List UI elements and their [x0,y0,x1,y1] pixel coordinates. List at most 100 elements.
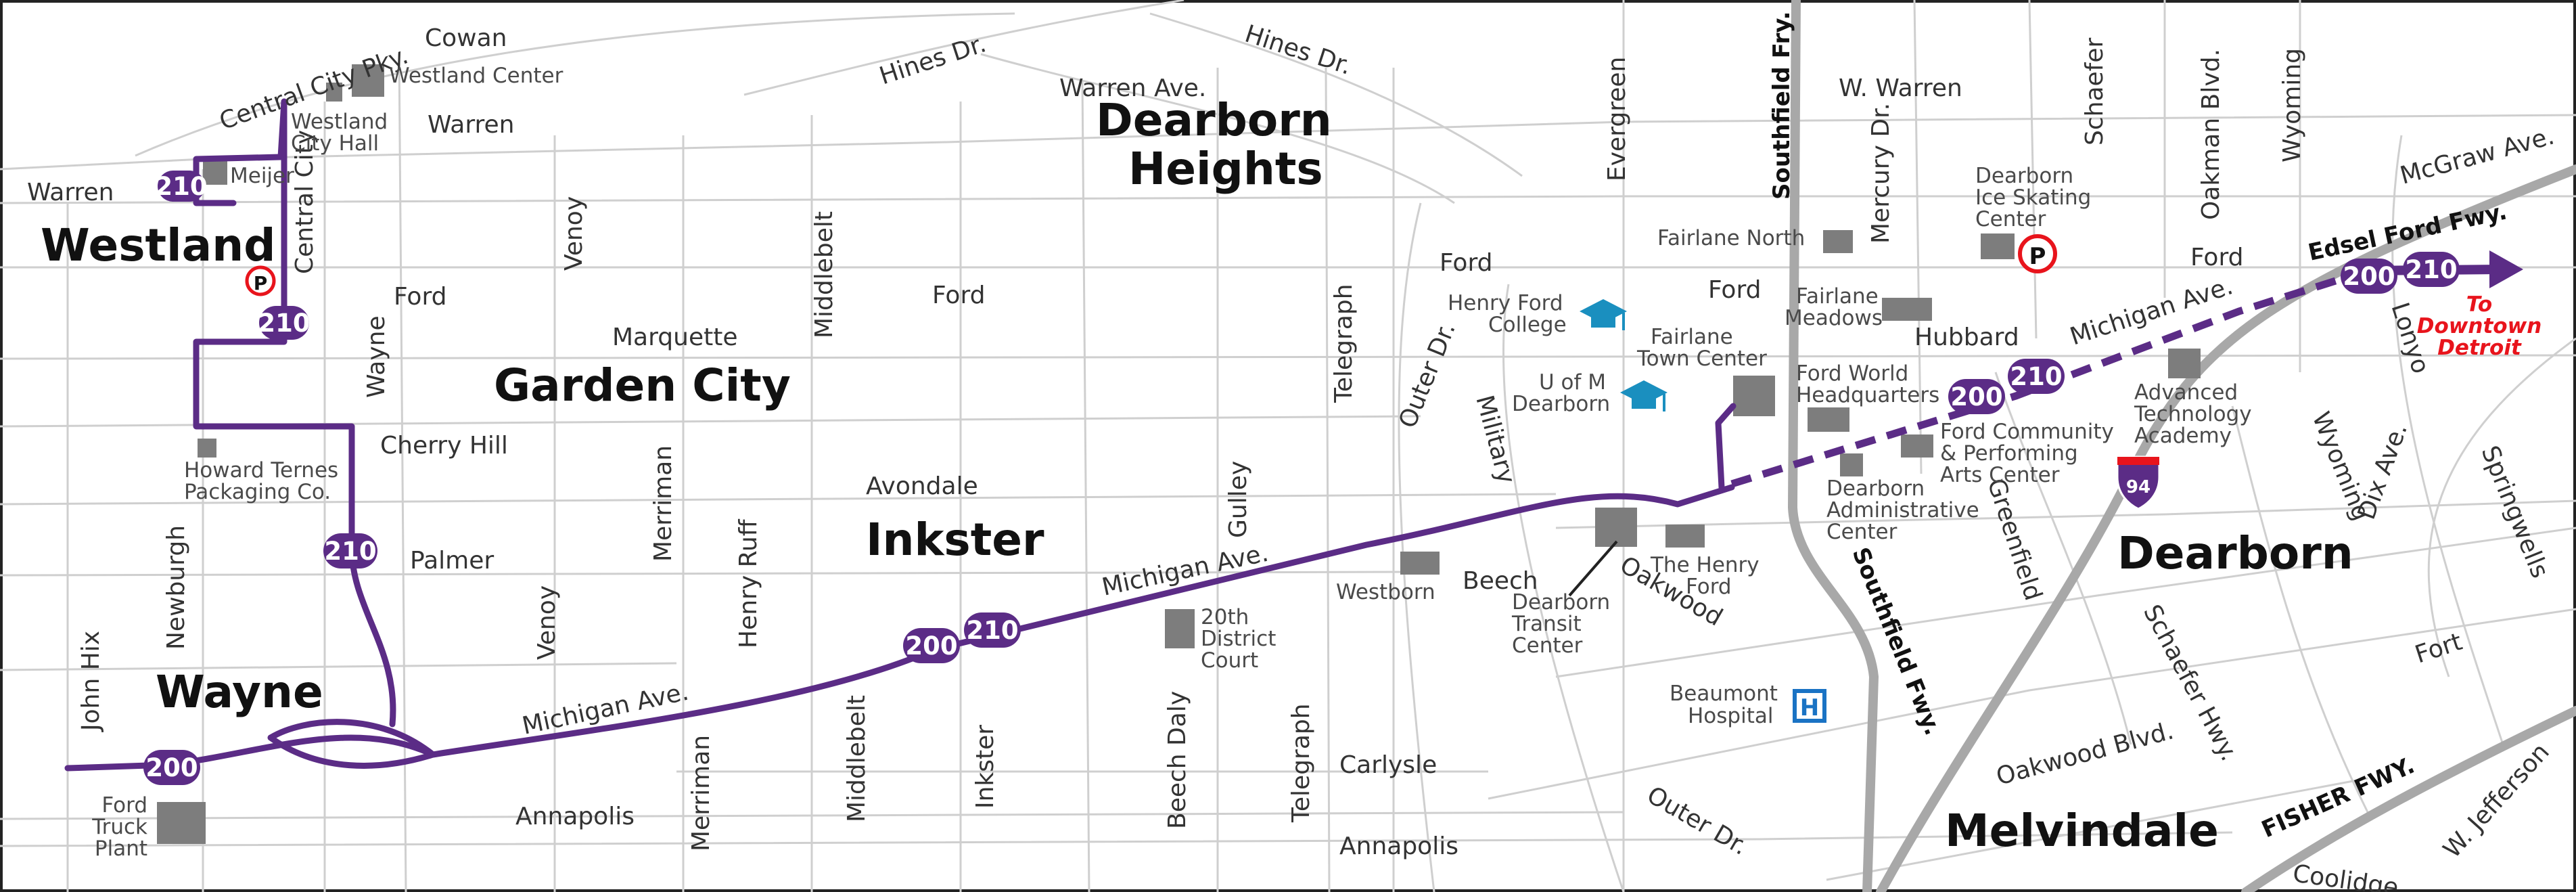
city-dearborn: Dearborn [2117,527,2353,579]
buildings [157,64,2201,844]
graduation-cap-icon-um [1620,380,1668,411]
city-labels: Westland Garden City Dearborn Heights In… [41,94,2353,857]
svg-text:Center: Center [1975,207,2046,231]
svg-text:Meadows: Meadows [1785,306,1883,330]
svg-text:Warren Ave.: Warren Ave. [1059,74,1206,102]
svg-text:94: 94 [2126,477,2150,497]
svg-text:Westborn: Westborn [1336,580,1435,604]
svg-text:To: To [2466,292,2492,317]
svg-text:200: 200 [905,631,957,661]
svg-text:Warren: Warren [428,111,515,139]
svg-text:City Hall: City Hall [291,131,379,156]
svg-text:210: 210 [155,172,207,201]
svg-text:Henry Ruff: Henry Ruff [735,518,762,648]
svg-text:Advanced: Advanced [2134,380,2238,405]
svg-text:Palmer: Palmer [410,547,494,575]
svg-text:College: College [1488,313,1567,337]
svg-text:Cherry Hill: Cherry Hill [380,432,508,460]
svg-text:Evergreen: Evergreen [1603,57,1631,181]
transit-leader-line [1568,540,1618,597]
svg-text:Hospital: Hospital [1688,704,1773,728]
svg-text:Cowan: Cowan [425,24,507,52]
svg-text:Ford Community: Ford Community [1940,420,2114,444]
svg-text:Gulley: Gulley [1224,461,1252,538]
svg-text:Wyoming: Wyoming [2278,48,2306,162]
svg-text:Central City: Central City [291,130,319,274]
svg-text:Annapolis: Annapolis [515,803,635,830]
ice-skating-building [1981,233,2015,259]
svg-text:Fairlane: Fairlane [1796,284,1879,309]
svg-text:Dearborn: Dearborn [1512,392,1610,416]
svg-text:& Performing: & Performing [1940,441,2078,466]
svg-text:Detroit: Detroit [2437,336,2522,360]
svg-text:Arts Center: Arts Center [1940,463,2060,487]
route-badge-210-inkster: 210 [964,612,1021,648]
svg-text:210: 210 [258,309,310,338]
poi-labels: Westland Center Westland City Hall Meije… [91,64,2251,861]
route-arrow-head [2489,250,2523,288]
city-dearborn-heights-line2: Heights [1128,143,1323,195]
svg-text:Newburgh: Newburgh [162,525,190,650]
svg-text:Westland Center: Westland Center [389,64,564,88]
svg-text:Academy: Academy [2134,424,2232,448]
svg-text:Telegraph: Telegraph [1330,284,1358,403]
svg-text:Middlebelt: Middlebelt [843,695,871,822]
fairlane-north-building [1823,230,1853,253]
svg-text:Ford: Ford [101,793,147,818]
ford-world-hq-building [1808,407,1849,432]
svg-text:Beech: Beech [1463,567,1538,595]
bus-routes [64,98,2523,772]
svg-text:Ford: Ford [2190,244,2243,271]
svg-text:Avondale: Avondale [866,472,978,500]
route-badge-210-westland: 210 [155,171,208,202]
svg-text:Annapolis: Annapolis [1339,832,1458,860]
dearborn-admin-building [1840,453,1863,476]
svg-text:Center: Center [1512,633,1583,658]
svg-text:20th: 20th [1201,605,1249,629]
svg-text:Mercury Dr.: Mercury Dr. [1867,103,1895,244]
svg-text:Transit: Transit [1511,612,1582,636]
svg-text:Venoy: Venoy [533,585,561,660]
svg-text:Venoy: Venoy [560,196,588,271]
svg-text:Dearborn: Dearborn [1826,476,1925,501]
svg-text:Middlebelt: Middlebelt [810,211,838,338]
route-badge-210-dearborn: 210 [2008,359,2065,394]
svg-text:Ford: Ford [1686,575,1732,599]
svg-text:Beech Daly: Beech Daly [1164,691,1191,829]
svg-text:Center: Center [1826,520,1898,544]
svg-text:U of M: U of M [1539,370,1606,395]
route-badge-210-ford: 210 [258,306,310,340]
henry-ford-museum-building [1665,525,1705,548]
city-garden-city: Garden City [494,359,791,411]
route-badge-200-inkster: 200 [903,628,960,663]
ford-truck-plant-building [157,802,206,844]
svg-text:Dearborn: Dearborn [1512,590,1610,615]
city-inkster: Inkster [866,514,1044,566]
svg-text:Wayne: Wayne [363,315,390,398]
svg-text:210: 210 [2010,362,2062,391]
svg-text:Plant: Plant [95,837,147,861]
westland-city-hall-building [326,83,342,102]
svg-text:Fairlane North: Fairlane North [1657,226,1805,250]
svg-text:Administrative: Administrative [1826,498,1979,522]
svg-text:Telegraph: Telegraph [1287,703,1315,823]
ata-building [2168,349,2201,378]
westborn-building [1400,552,1440,575]
city-melvindale: Melvindale [1945,805,2219,857]
svg-text:John Hix: John Hix [77,631,105,732]
westland-center-building [352,64,384,97]
svg-text:Warren: Warren [27,179,114,206]
svg-text:Schaefer: Schaefer [2081,38,2109,146]
svg-text:Oakman Blvd.: Oakman Blvd. [2197,49,2225,220]
parking-icon-dearborn: P [2018,234,2057,273]
svg-text:Ford: Ford [394,283,446,311]
svg-text:Henry Ford: Henry Ford [1448,291,1563,315]
hospital-icon: H [1793,689,1826,723]
svg-text:District: District [1201,627,1276,651]
svg-text:P: P [2029,243,2046,270]
svg-text:Marquette: Marquette [612,324,737,351]
svg-text:Ford: Ford [1440,249,1492,277]
svg-text:210: 210 [2405,255,2457,284]
